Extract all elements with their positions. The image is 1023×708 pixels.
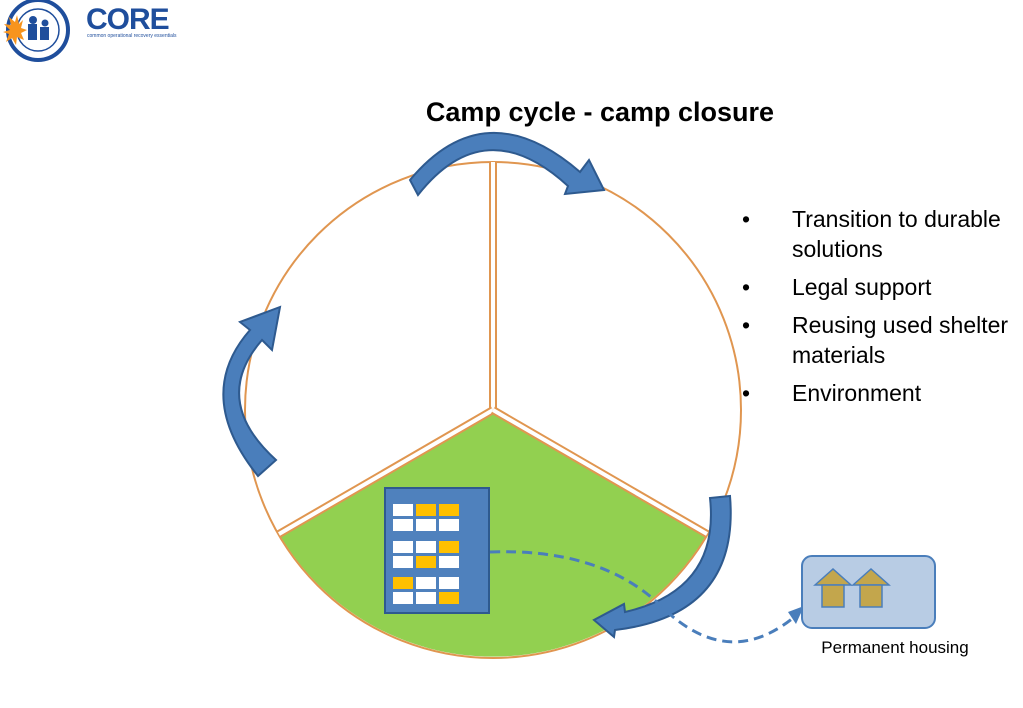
sector-dividers: [276, 162, 710, 538]
house-icon: [813, 567, 853, 608]
core-logo-seal: [3, 0, 70, 62]
list-item: Legal support: [742, 272, 1017, 302]
person-icon: [29, 16, 37, 24]
cycle-arrow-left: [222, 305, 282, 478]
cycle-arrow-bottom-right: [592, 494, 732, 639]
star-icon: [3, 15, 27, 45]
activity-list: Transition to durable solutions Legal su…: [742, 204, 1017, 416]
cycle-arrow-top: [408, 131, 606, 197]
transition-dashed-path: [489, 550, 802, 644]
shelter-building-icon: [384, 487, 490, 614]
permanent-housing-caption: Permanent housing: [821, 638, 969, 657]
logo-wordmark: CORE: [86, 3, 170, 36]
house-icon: [851, 567, 891, 608]
arrowhead-icon: [788, 606, 804, 624]
page-title: Camp cycle - camp closure: [425, 97, 775, 127]
permanent-housing-box: [801, 555, 936, 629]
list-item: Transition to durable solutions: [742, 204, 1017, 264]
list-item: Environment: [742, 378, 1017, 408]
logo-subtitle: common operational recovery essentials: [87, 33, 177, 39]
list-item: Reusing used shelter materials: [742, 310, 1017, 370]
